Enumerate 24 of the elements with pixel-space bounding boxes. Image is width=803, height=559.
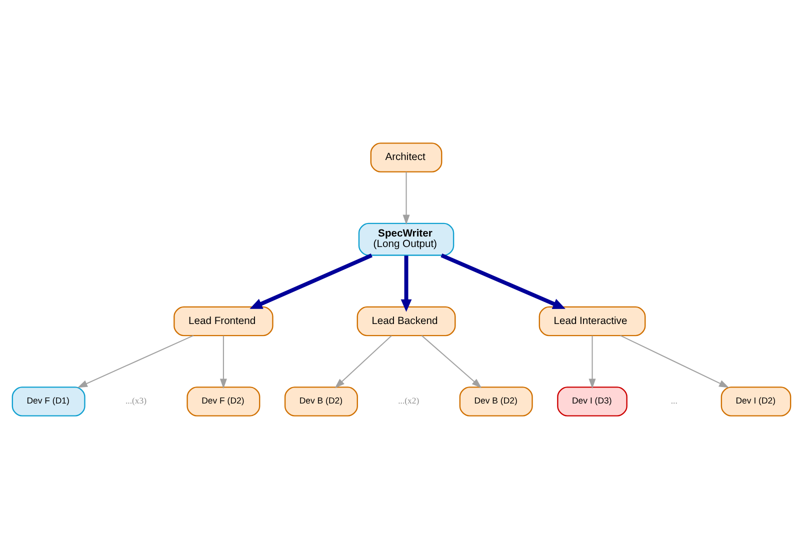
- node-box: SpecWriter (Long Output): [358, 222, 454, 256]
- node-box: Dev F (D2): [186, 386, 260, 416]
- arrow: [220, 336, 227, 389]
- arrow: [421, 335, 482, 388]
- label: ...: [670, 396, 678, 406]
- arrow: [402, 172, 410, 225]
- label: ...(x3): [125, 396, 147, 406]
- node-box: Lead Interactive: [538, 306, 646, 336]
- node-box: Dev F (D1): [12, 386, 86, 416]
- node-box: Dev I (D2): [720, 386, 792, 416]
- node-box: Lead Frontend: [174, 306, 274, 336]
- arrow: [588, 336, 596, 389]
- arrow: [400, 256, 412, 312]
- label: ...(x2): [398, 396, 420, 406]
- arrow: [77, 335, 194, 388]
- node-box: Dev B (D2): [459, 386, 533, 416]
- arrow: [620, 335, 730, 388]
- node-box: Lead Backend: [356, 306, 456, 336]
- arrow: [334, 335, 392, 388]
- arrow: [440, 254, 566, 309]
- node-box: Dev B (D2): [284, 386, 358, 416]
- arrow: [250, 254, 372, 309]
- node-box: Architect: [370, 142, 442, 172]
- node-box: Dev I (D3): [557, 386, 628, 416]
